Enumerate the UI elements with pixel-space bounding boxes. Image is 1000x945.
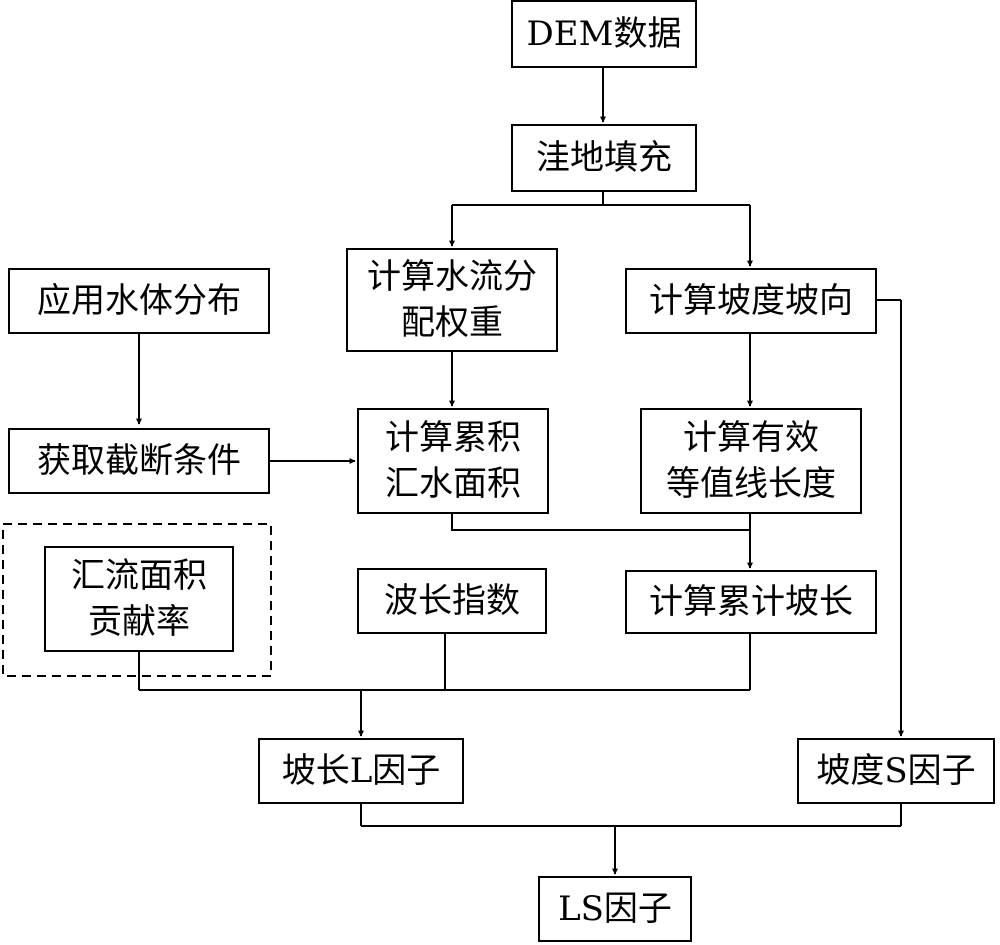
node-ls-factor: LS因子 xyxy=(538,876,692,942)
node-flow-direction-weight-line2: 配权重 xyxy=(401,303,503,343)
node-contribution-rate-line1: 汇流面积 xyxy=(71,556,207,596)
node-s-factor-label: 坡度S因子 xyxy=(816,751,976,791)
node-l-factor: 坡长L因子 xyxy=(258,738,464,804)
node-cutoff-condition-label: 获取截断条件 xyxy=(37,441,241,481)
node-s-factor: 坡度S因子 xyxy=(797,738,995,804)
node-depression-fill: 洼地填充 xyxy=(511,124,697,192)
node-contour-length-text: 计算有效 等值线长度 xyxy=(666,415,836,507)
node-water-distribution-label: 应用水体分布 xyxy=(37,281,241,321)
node-flow-accumulation: 计算累积 汇水面积 xyxy=(357,408,549,514)
node-dem-data-label: DEM数据 xyxy=(526,14,682,54)
node-wavelength-index-label: 波长指数 xyxy=(384,581,520,621)
node-contribution-rate: 汇流面积 贡献率 xyxy=(44,546,234,652)
node-contribution-rate-text: 汇流面积 贡献率 xyxy=(71,553,207,645)
node-water-distribution: 应用水体分布 xyxy=(8,268,270,334)
node-slope-aspect-label: 计算坡度坡向 xyxy=(649,281,853,321)
node-flow-direction-weight-line1: 计算水流分 xyxy=(367,257,537,297)
node-flow-accumulation-line1: 计算累积 xyxy=(385,418,521,458)
node-cutoff-condition: 获取截断条件 xyxy=(8,428,270,494)
node-contour-length-line1: 计算有效 xyxy=(683,418,819,458)
node-depression-fill-label: 洼地填充 xyxy=(536,138,672,178)
node-wavelength-index: 波长指数 xyxy=(357,568,547,634)
node-l-factor-label: 坡长L因子 xyxy=(281,751,441,791)
node-dem-data: DEM数据 xyxy=(511,0,697,68)
node-contour-length: 计算有效 等值线长度 xyxy=(640,408,862,514)
node-flow-accumulation-text: 计算累积 汇水面积 xyxy=(385,415,521,507)
node-flow-direction-weight: 计算水流分 配权重 xyxy=(346,248,558,352)
node-contour-length-line2: 等值线长度 xyxy=(666,464,836,504)
node-flow-direction-weight-text: 计算水流分 配权重 xyxy=(367,254,537,346)
connector-flow-acc-down xyxy=(451,514,750,531)
node-ls-factor-label: LS因子 xyxy=(558,889,672,929)
node-flow-accumulation-line2: 汇水面积 xyxy=(385,464,521,504)
node-cumulative-slope-length: 计算累计坡长 xyxy=(625,570,877,634)
node-cumulative-slope-length-label: 计算累计坡长 xyxy=(649,582,853,622)
node-slope-aspect: 计算坡度坡向 xyxy=(625,268,877,334)
node-contribution-rate-line2: 贡献率 xyxy=(88,602,190,642)
